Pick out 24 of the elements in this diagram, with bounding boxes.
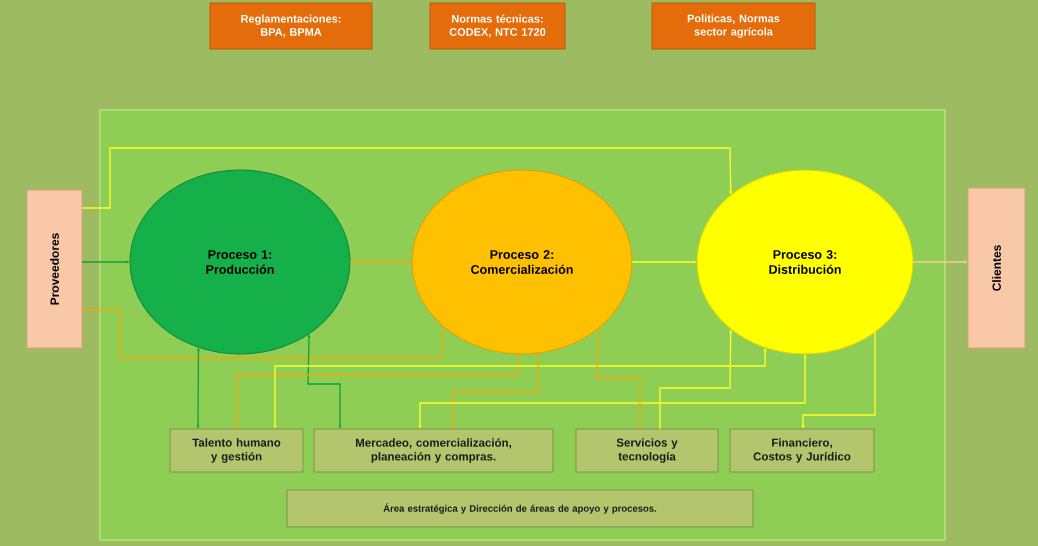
connector-arrow xyxy=(81,147,733,209)
connector-arrow xyxy=(307,334,342,429)
strategy-box: Área estratégica y Dirección de áreas de apoyo y procesos. xyxy=(286,489,754,528)
connector-arrow xyxy=(349,260,412,264)
connector-arrow xyxy=(418,354,807,429)
connector-arrow xyxy=(81,260,130,264)
support-area-box: Financiero, Costos y Jurídico xyxy=(729,428,875,473)
connector-arrow xyxy=(801,331,876,429)
regulation-box: Reglamentaciones: BPA, BPMA xyxy=(209,2,373,50)
support-area-box: Servicios y tecnología xyxy=(575,428,719,473)
connector-arrow xyxy=(596,327,642,429)
regulation-box: Normas técnicas: CODEX, NTC 1720 xyxy=(429,2,566,50)
support-area-box: Mercadeo, comercialización, planeación y compras. xyxy=(313,428,554,473)
connector-arrow xyxy=(451,353,540,429)
connector-arrow xyxy=(273,348,767,429)
connector-arrow xyxy=(631,260,697,264)
actor-box: Clientes xyxy=(967,187,1026,349)
connector-arrow xyxy=(196,347,200,429)
regulation-box: Politicas, Normas sector agrícola xyxy=(651,2,816,50)
connector-arrow xyxy=(912,260,968,264)
actor-box: Proveedores xyxy=(26,189,83,349)
support-area-box: Talento humano y gestión xyxy=(169,428,304,473)
connector-arrow xyxy=(659,329,733,430)
connector-arrow xyxy=(235,354,521,429)
